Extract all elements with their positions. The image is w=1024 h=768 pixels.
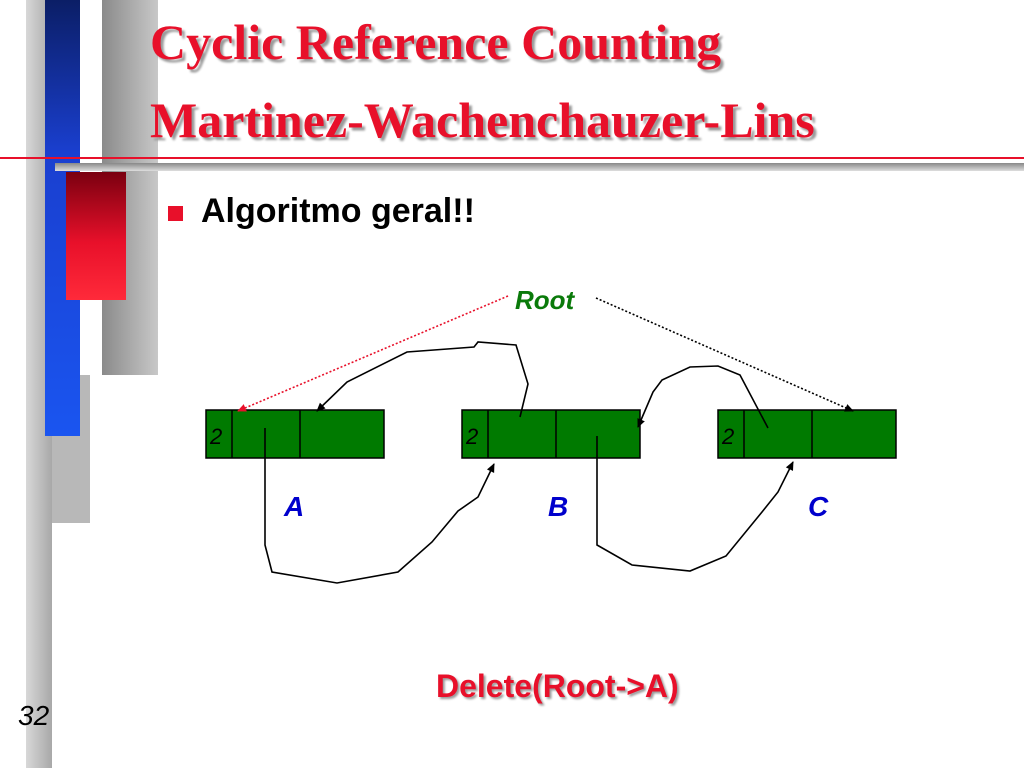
root-to-c-link	[595, 297, 854, 412]
slide-title-line1: Cyclic Reference Counting	[150, 14, 722, 70]
title-underline-shadow	[55, 163, 1024, 171]
pointer-a-to-b	[264, 428, 495, 584]
node-a: 2	[205, 409, 385, 459]
node-b: 2	[461, 409, 641, 459]
pointer-b-to-c	[596, 436, 794, 572]
node-c-box	[717, 409, 897, 459]
root-to-a-link	[237, 295, 509, 412]
pointer-c-to-b	[637, 365, 769, 429]
node-c-label: C	[808, 491, 829, 522]
node-b-count: 2	[465, 424, 478, 449]
pointer-b-to-a	[316, 341, 529, 418]
node-b-label: B	[548, 491, 568, 522]
node-c: 2	[717, 409, 897, 459]
root-label: Root	[515, 285, 576, 315]
deco-bar-red	[66, 172, 126, 300]
page-number: 32	[18, 700, 50, 731]
node-c-count: 2	[721, 424, 734, 449]
node-a-count: 2	[209, 424, 222, 449]
bullet-text: Algoritmo geral!!	[201, 192, 475, 230]
title-underline	[0, 157, 1024, 159]
node-b-box	[461, 409, 641, 459]
slide-title-line2: Martinez-Wachenchauzer-Lins	[150, 92, 815, 148]
bullet-square-icon	[168, 206, 183, 221]
operation-caption: Delete(Root->A)	[436, 668, 679, 704]
node-a-label: A	[283, 491, 304, 522]
bullet-item: Algoritmo geral!!	[168, 192, 475, 231]
node-a-box	[205, 409, 385, 459]
